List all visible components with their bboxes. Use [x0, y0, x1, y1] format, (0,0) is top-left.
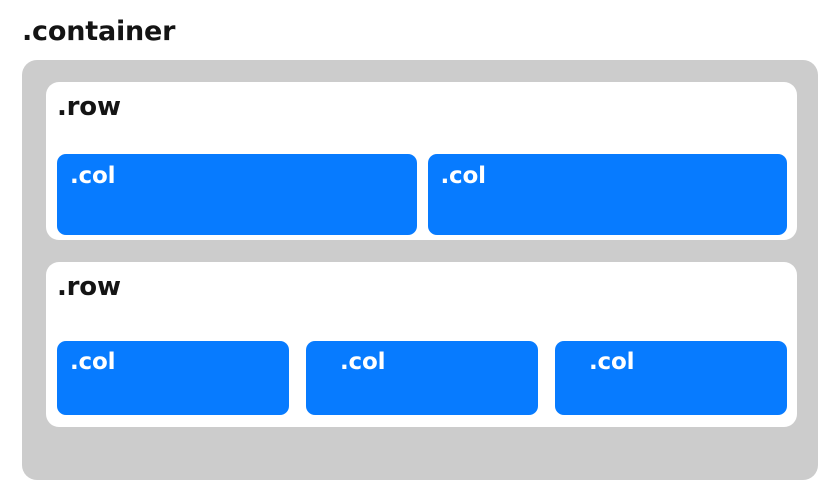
row-block: .row .col .col [46, 82, 797, 240]
columns-track: .col .col .col [57, 341, 787, 415]
row-block: .row .col .col .col [46, 262, 797, 427]
column-label: .col [70, 349, 116, 375]
row-label: .row [57, 92, 121, 122]
columns-track: .col .col [57, 154, 787, 235]
column-label: .col [440, 163, 486, 189]
column-block: .col [57, 154, 417, 235]
column-block: .col [555, 341, 787, 415]
column-block: .col [57, 341, 289, 415]
page-title: .container [22, 16, 176, 47]
column-block: .col [427, 154, 787, 235]
column-block: .col [306, 341, 538, 415]
column-label: .col [589, 349, 635, 375]
row-label: .row [57, 272, 121, 302]
column-label: .col [340, 349, 386, 375]
column-label: .col [70, 163, 116, 189]
